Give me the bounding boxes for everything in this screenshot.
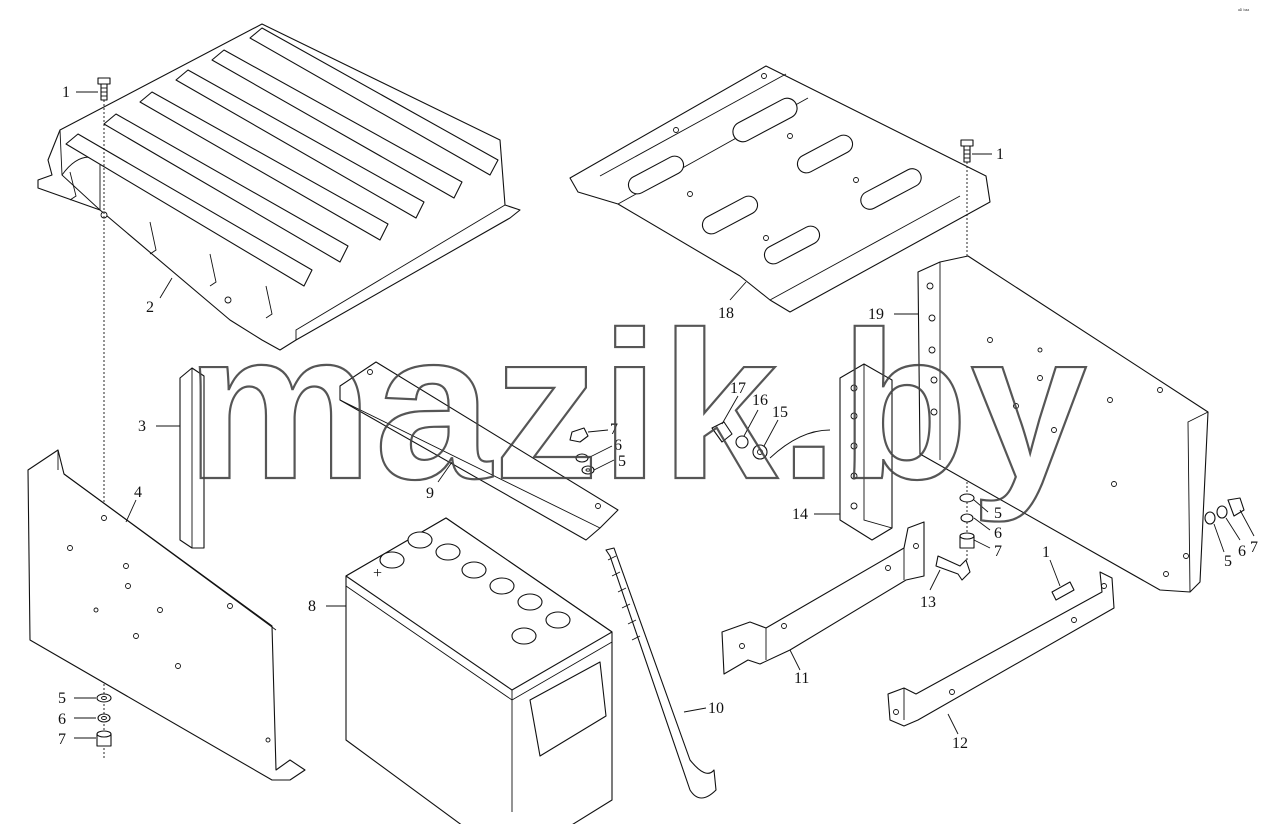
callout-1: 1	[996, 146, 1004, 163]
callout-labels: 1 2 3 4 5 6 7 8 9 7 6 5 10 17 16 15 18 1…	[58, 84, 1258, 752]
side-plate-right	[917, 255, 1209, 593]
angle-bar	[339, 361, 619, 541]
bolt	[960, 139, 974, 163]
vertical-strip	[179, 367, 205, 549]
callout-6: 6	[58, 711, 66, 728]
callout-6: 6	[1238, 543, 1246, 560]
callout-18: 18	[718, 305, 734, 322]
bolt	[97, 77, 111, 101]
callout-10: 10	[708, 700, 724, 717]
strap-bracket-lower	[887, 571, 1115, 727]
fastener-stack-right	[959, 493, 975, 549]
cover-gussets	[69, 171, 273, 319]
fastener-stack-center	[569, 427, 595, 475]
callout-5: 5	[618, 453, 626, 470]
cover-hole	[224, 296, 232, 304]
fastener-stack-bracket	[711, 421, 768, 460]
callout-11: 11	[794, 670, 809, 687]
strap-bracket-upper	[721, 521, 925, 675]
callout-6: 6	[994, 525, 1002, 542]
callout-3: 3	[138, 418, 146, 435]
callout-5: 5	[58, 690, 66, 707]
battery: +	[345, 517, 613, 824]
callout-2: 2	[146, 299, 154, 316]
callout-4: 4	[134, 484, 142, 501]
vertical-bracket	[839, 363, 893, 541]
leader-lines	[74, 91, 1255, 739]
callout-19: 19	[868, 306, 884, 323]
callout-12: 12	[952, 735, 968, 752]
callout-16: 16	[752, 392, 768, 409]
callout-15: 15	[772, 404, 788, 421]
callout-5: 5	[994, 505, 1002, 522]
callout-14: 14	[792, 506, 808, 523]
bolt	[1051, 581, 1075, 601]
top-tray	[569, 65, 991, 313]
plus-terminal-mark: +	[373, 565, 382, 582]
callout-7: 7	[58, 731, 66, 748]
cover-ribs	[65, 27, 499, 287]
callout-17: 17	[730, 380, 746, 397]
fastener-stack-far-right	[1204, 497, 1245, 525]
fastener-stack-left	[96, 693, 112, 747]
callout-6: 6	[614, 437, 622, 454]
bolt-13	[935, 555, 971, 581]
callout-1: 1	[62, 84, 70, 101]
hook-rod	[605, 547, 717, 799]
tray-slots	[627, 97, 922, 265]
watermark-text: mazik.by	[186, 288, 1089, 523]
callout-8: 8	[308, 598, 316, 615]
callout-13: 13	[920, 594, 936, 611]
callout-5: 5	[1224, 553, 1232, 570]
callout-7: 7	[610, 421, 618, 438]
callout-1: 1	[1042, 544, 1050, 561]
callout-7: 7	[994, 543, 1002, 560]
corner-mark: ᵃᴰ ᵇᵃᵃ	[1238, 8, 1249, 14]
side-plate-left	[27, 449, 306, 781]
callout-7: 7	[1250, 539, 1258, 556]
battery-cover	[37, 23, 521, 351]
callout-9: 9	[426, 485, 434, 502]
battery-caps	[379, 531, 571, 645]
